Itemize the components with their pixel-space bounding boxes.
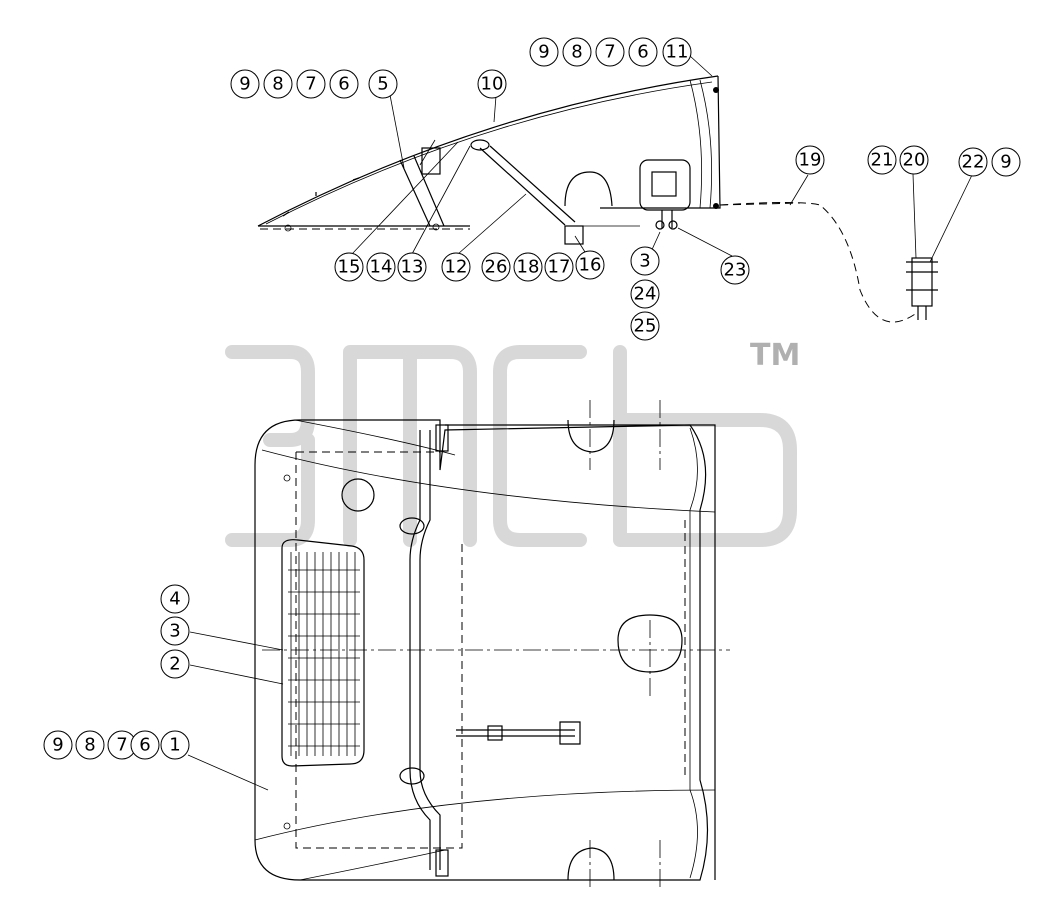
balloon-label: 17: [548, 257, 571, 278]
balloon: 24: [630, 279, 660, 309]
balloon: 2: [160, 649, 190, 679]
balloon: 6: [329, 69, 359, 99]
balloon-label: 6: [637, 42, 648, 63]
balloon: 16: [575, 250, 605, 280]
balloon-label: 2: [169, 654, 180, 675]
balloon-label: 8: [571, 42, 582, 63]
balloon: 8: [75, 730, 105, 760]
balloon-label: 9: [52, 735, 63, 756]
balloon-label: 5: [377, 74, 388, 95]
balloon: 22: [958, 147, 988, 177]
balloon-label: 15: [338, 257, 361, 278]
balloon: 7: [595, 37, 625, 67]
balloon-group-bottom-left: 15 14 13: [334, 252, 427, 282]
balloon-label: 8: [272, 74, 283, 95]
balloon-group-door: 9 8 7 6 1: [43, 730, 190, 760]
balloon-label: 3: [639, 251, 650, 272]
balloon: 6: [628, 37, 658, 67]
balloon-label: 9: [1000, 152, 1011, 173]
balloon: 25: [630, 311, 660, 341]
balloon-label: 22: [962, 152, 985, 173]
balloon-label: 8: [84, 735, 95, 756]
balloon: 17: [544, 252, 574, 282]
balloon: 9: [991, 147, 1021, 177]
balloon: 8: [562, 37, 592, 67]
balloon: 3: [160, 616, 190, 646]
balloon-label: 10: [481, 74, 504, 95]
door-front-view: [187, 400, 730, 890]
balloon-stack-under-latch: 3 24 25: [630, 246, 660, 341]
balloon-label: 23: [724, 260, 747, 281]
balloon: 21: [867, 145, 897, 175]
balloon-label: 11: [666, 42, 689, 63]
balloon: 14: [366, 252, 396, 282]
balloon-part-19: 19: [795, 145, 825, 175]
balloon: 9: [43, 730, 73, 760]
balloon: 9: [230, 69, 260, 99]
balloon: 4: [160, 584, 190, 614]
balloon-group-panel: 4 3 2: [160, 584, 190, 679]
balloon-label: 24: [634, 284, 657, 305]
balloon-label: 14: [370, 257, 393, 278]
balloon-label: 12: [445, 257, 468, 278]
balloon: 15: [334, 252, 364, 282]
balloon: 3: [630, 246, 660, 276]
balloon: 13: [397, 252, 427, 282]
balloon-label: 6: [338, 74, 349, 95]
balloon-label: 26: [485, 257, 508, 278]
balloon-label: 20: [903, 150, 926, 171]
balloon-label: 25: [634, 316, 657, 337]
balloon-label: 13: [401, 257, 424, 278]
balloon-label: 19: [799, 150, 822, 171]
balloon: 9: [529, 37, 559, 67]
balloon-group-top-right: 9 8 7 6 11: [529, 37, 692, 67]
balloon-group-fastener: 22 9: [958, 147, 1021, 177]
balloon-group-hinge: 21 20: [867, 145, 929, 175]
balloon-label: 4: [169, 589, 180, 610]
balloon: 5: [368, 69, 398, 99]
balloon-part-23: 23: [720, 255, 750, 285]
balloon: 7: [296, 69, 326, 99]
balloon-part-12: 12: [441, 252, 471, 282]
balloon-group-strut: 26 18 17 16: [481, 250, 605, 282]
balloon: 1: [160, 730, 190, 760]
balloon-label: 9: [239, 74, 250, 95]
balloon-label: 6: [139, 735, 150, 756]
leader-lines-top: [351, 55, 973, 263]
balloon: 18: [513, 252, 543, 282]
balloon: 11: [662, 37, 692, 67]
watermark-logo: TM: [225, 338, 800, 547]
balloon-label: 7: [604, 42, 615, 63]
balloon-label: 1: [169, 735, 180, 756]
balloon-label: 18: [517, 257, 540, 278]
balloon-label: 9: [538, 42, 549, 63]
hood-side-view: [257, 75, 938, 323]
balloon: 6: [130, 730, 160, 760]
balloon: 20: [899, 145, 929, 175]
balloon: 8: [263, 69, 293, 99]
trademark-mark: TM: [750, 338, 800, 373]
balloon-part-10: 10: [477, 69, 507, 99]
balloon-label: 3: [169, 621, 180, 642]
balloon-label: 16: [579, 255, 602, 276]
balloon-label: 7: [116, 735, 127, 756]
balloon-group-top-left: 9 8 7 6 5: [230, 69, 398, 99]
balloon-label: 21: [871, 150, 894, 171]
grille-slots: [288, 552, 360, 756]
balloon-label: 7: [305, 74, 316, 95]
balloon: 26: [481, 252, 511, 282]
